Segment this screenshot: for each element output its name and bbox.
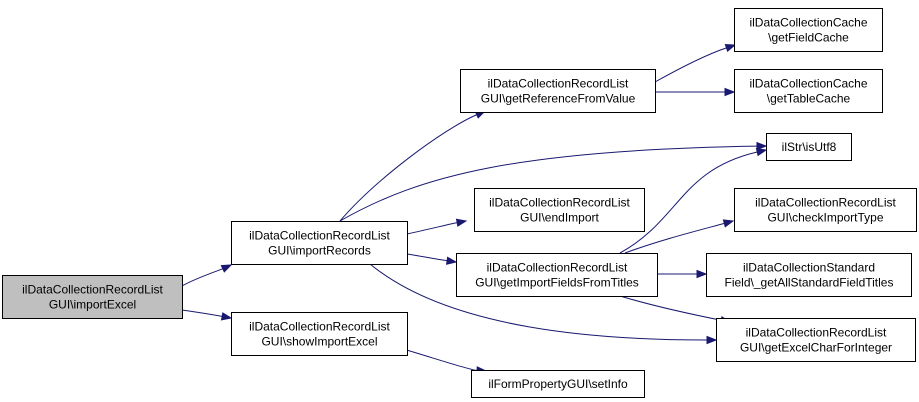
node-getAllStandardFieldTitles[interactable]: ilDataCollectionStandardField\_getAllSta… (706, 253, 912, 297)
node-label-line: ilDataCollectionCache (749, 16, 867, 30)
node-getExcelCharForInteger[interactable]: ilDataCollectionRecordListGUI\getExcelCh… (716, 318, 916, 362)
node-importExcel[interactable]: ilDataCollectionRecordListGUI\importExce… (2, 275, 183, 319)
edge-getImportFieldsFromTitles-to-getAllStandardFieldTitles (656, 269, 708, 279)
node-box (766, 133, 852, 161)
node-box (471, 370, 645, 398)
node-isUtf8[interactable]: ilStr\isUtf8 (766, 133, 852, 161)
node-label-line: ilDataCollectionRecordList (249, 229, 390, 243)
edge-line (181, 268, 224, 287)
node-box (456, 253, 658, 297)
node-label-line: GUI\importExcel (49, 298, 136, 312)
edge-line (619, 151, 758, 254)
node-label-line: GUI\importRecords (268, 244, 371, 258)
node-label-line: GUI\endImport (520, 211, 599, 225)
node-box (231, 221, 408, 265)
node-label-line: ilDataCollectionStandard (743, 261, 875, 275)
arrowhead-icon (756, 141, 768, 151)
node-importRecords[interactable]: ilDataCollectionRecordListGUI\importReco… (231, 221, 408, 265)
arrowhead-icon (220, 312, 233, 321)
edge-line (654, 47, 727, 83)
edge-importRecords-to-getReferenceFromValue (339, 110, 487, 222)
edges-layer (181, 43, 768, 375)
node-box (706, 253, 912, 297)
arrowhead-icon (755, 148, 768, 157)
edge-importExcel-to-showImportExcel (181, 309, 233, 321)
edge-getReferenceFromValue-to-getTableCache (655, 87, 736, 97)
edge-line (339, 145, 758, 222)
node-label-line: ilDataCollectionCache (749, 77, 867, 91)
node-box (734, 188, 917, 232)
edge-line (619, 295, 722, 321)
node-checkImportType[interactable]: ilDataCollectionRecordListGUI\checkImpor… (734, 188, 917, 232)
edge-line (624, 222, 725, 254)
arrowhead-icon (220, 264, 233, 273)
node-box (460, 69, 656, 113)
node-label-line: \getTableCache (767, 92, 851, 106)
node-label-line: Field\_getAllStandardFieldTitles (725, 276, 894, 290)
edge-importRecords-to-getImportFieldsFromTitles (406, 253, 458, 265)
arrowhead-icon (724, 43, 737, 53)
edge-line (406, 253, 448, 262)
arrowhead-icon (455, 218, 468, 227)
edge-getImportFieldsFromTitles-to-isUtf8 (619, 148, 768, 254)
arrowhead-icon (445, 256, 458, 265)
edge-getImportFieldsFromTitles-to-getExcelCharForInteger (619, 295, 732, 325)
arrowhead-icon (696, 269, 708, 279)
node-setInfo[interactable]: ilFormPropertyGUI\setInfo (471, 370, 645, 398)
arrowhead-icon (706, 335, 718, 345)
node-label-line: GUI\getExcelCharForInteger (740, 341, 892, 355)
node-box (716, 318, 916, 362)
node-label-line: ilDataCollectionRecordList (488, 77, 629, 91)
edge-line (181, 309, 223, 317)
node-box (734, 8, 883, 52)
node-label-line: GUI\getImportFieldsFromTitles (475, 276, 639, 290)
node-label-line: ilDataCollectionRecordList (489, 196, 630, 210)
node-label-line: ilStr\isUtf8 (782, 140, 837, 154)
edge-importExcel-to-importRecords (181, 264, 233, 287)
node-box (2, 275, 183, 319)
node-label-line: GUI\showImportExcel (261, 335, 377, 349)
edge-line (369, 263, 708, 341)
node-label-line: GUI\checkImportType (767, 211, 883, 225)
node-showImportExcel[interactable]: ilDataCollectionRecordListGUI\showImport… (231, 312, 408, 356)
node-label-line: \getFieldCache (768, 31, 849, 45)
node-label-line: ilFormPropertyGUI\setInfo (488, 377, 628, 391)
node-box (734, 69, 883, 113)
edge-importRecords-to-endImport (406, 218, 468, 235)
node-label-line: ilDataCollectionRecordList (487, 261, 628, 275)
node-getImportFieldsFromTitles[interactable]: ilDataCollectionRecordListGUI\getImportF… (456, 253, 658, 297)
node-getTableCache[interactable]: ilDataCollectionCache\getTableCache (734, 69, 883, 113)
edge-getReferenceFromValue-to-getFieldCache (654, 43, 737, 83)
nodes-layer: ilDataCollectionRecordListGUI\importExce… (2, 8, 917, 398)
edge-line (399, 347, 478, 371)
node-box (474, 188, 645, 232)
edge-line (406, 222, 458, 235)
node-getFieldCache[interactable]: ilDataCollectionCache\getFieldCache (734, 8, 883, 52)
edge-getImportFieldsFromTitles-to-checkImportType (624, 219, 735, 254)
node-label-line: ilDataCollectionRecordList (22, 283, 163, 297)
node-label-line: ilDataCollectionRecordList (746, 326, 887, 340)
node-getReferenceFromValue[interactable]: ilDataCollectionRecordListGUI\getReferen… (460, 69, 656, 113)
edge-line (339, 114, 477, 222)
arrowhead-icon (724, 87, 736, 97)
node-box (231, 312, 408, 356)
edge-importRecords-to-getExcelCharForInteger (369, 263, 718, 345)
node-label-line: ilDataCollectionRecordList (755, 196, 896, 210)
edge-importRecords-to-isUtf8 (339, 141, 768, 222)
arrowhead-icon (722, 219, 735, 228)
node-label-line: GUI\getReferenceFromValue (481, 92, 636, 106)
node-label-line: ilDataCollectionRecordList (249, 320, 390, 334)
